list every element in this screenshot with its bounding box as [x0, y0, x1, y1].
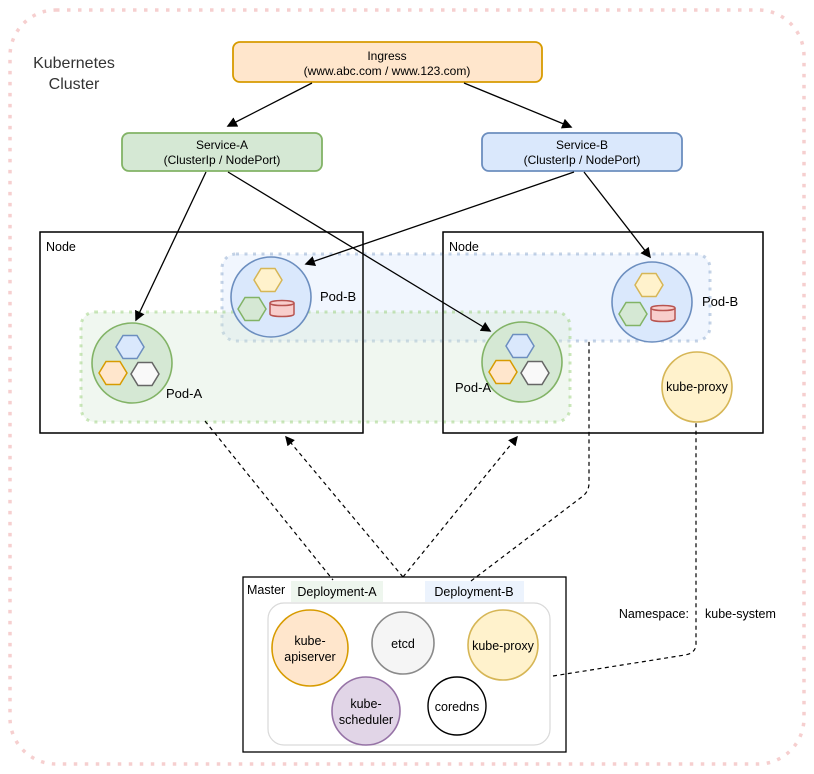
deployment-a-label: Deployment-A — [297, 585, 377, 599]
edges-dashed — [204, 341, 697, 677]
kube-apiserver-label-line1: kube- — [294, 634, 325, 648]
edge-master-to-node-right — [402, 435, 518, 578]
deployment-b-span — [220, 252, 712, 343]
ingress-box: Ingress (www.abc.com / www.123.com) — [232, 41, 543, 83]
kube-apiserver-label-line2: apiserver — [284, 650, 335, 664]
container-hex-orange-icon — [488, 359, 518, 385]
service-a-type: (ClusterIp / NodePort) — [164, 153, 281, 167]
deployment-a-tag — [291, 581, 383, 602]
service-a-name: Service-A — [196, 138, 248, 152]
cluster-boundary — [8, 8, 806, 766]
pod-b-right: Pod-B — [611, 261, 738, 343]
pod-a-right-label: Pod-A — [455, 380, 491, 395]
edge-master-to-kube-proxy — [552, 422, 697, 677]
cluster-title-line2: Cluster — [49, 76, 100, 93]
pod-a-left: Pod-A — [91, 322, 202, 404]
edge-service-b-to-pod-b-left — [304, 171, 575, 267]
container-hex-green-icon — [618, 301, 648, 327]
kube-scheduler-label-line2: scheduler — [339, 713, 393, 727]
container-hex-yellow-icon — [253, 267, 283, 293]
namespace-annotation: Namespace: kube-system — [619, 607, 776, 621]
edge-ingress-to-service-a — [226, 82, 313, 127]
kube-proxy-node: kube-proxy — [661, 351, 733, 423]
namespace-prefix: Namespace: — [619, 607, 689, 621]
master-box: Master Deployment-A Deployment-B kube- a… — [242, 576, 567, 753]
etcd-label: etcd — [391, 637, 415, 651]
container-hex-yellow-icon — [634, 272, 664, 298]
pod-b-left-label: Pod-B — [320, 289, 356, 304]
edges-solid — [135, 82, 651, 332]
edge-service-a-to-pod-a-left — [135, 171, 207, 322]
container-hex-blue-icon — [115, 334, 145, 360]
deployment-a-span — [79, 310, 572, 424]
coredns-label: coredns — [435, 700, 479, 714]
edge-service-b-to-pod-b-right — [583, 171, 651, 259]
ingress-name: Ingress — [367, 49, 406, 63]
node-right-border — [442, 231, 764, 434]
pod-a-right: Pod-A — [455, 321, 563, 403]
pod-b-right-label: Pod-B — [702, 294, 738, 309]
deployment-b-tag — [425, 581, 524, 602]
container-hex-green-icon — [237, 296, 267, 322]
container-hex-white-icon — [130, 361, 160, 387]
namespace-value: kube-system — [705, 607, 776, 621]
pod-b-left: Pod-B — [230, 256, 356, 338]
kube-proxy-master-label: kube-proxy — [472, 639, 535, 653]
kube-apiserver-circle: kube- apiserver — [271, 609, 349, 687]
kube-proxy-master-circle: kube-proxy — [467, 609, 539, 681]
cluster-title: Kubernetes Cluster — [33, 55, 115, 93]
master-label: Master — [247, 583, 285, 597]
database-cylinder-icon — [269, 299, 295, 318]
edge-deployment-a-span-to-label — [204, 420, 334, 581]
deployment-b-label: Deployment-B — [434, 585, 513, 599]
pod-a-left-label: Pod-A — [166, 386, 202, 401]
container-hex-orange-icon — [98, 360, 128, 386]
kube-scheduler-label-line1: kube- — [350, 697, 381, 711]
service-b-name: Service-B — [556, 138, 608, 152]
cluster-title-line1: Kubernetes — [33, 55, 115, 72]
kube-proxy-node-label: kube-proxy — [666, 380, 729, 394]
edge-master-to-node-left — [285, 435, 404, 578]
node-left-label: Node — [46, 240, 76, 254]
edge-ingress-to-service-b — [463, 82, 573, 129]
database-cylinder-icon — [650, 304, 676, 323]
etcd-circle: etcd — [371, 611, 435, 675]
edge-service-a-to-pod-a-right — [227, 171, 492, 332]
coredns-circle: coredns — [427, 676, 487, 736]
service-b-box: Service-B (ClusterIp / NodePort) — [481, 132, 683, 172]
container-hex-white-icon — [520, 360, 550, 386]
ingress-hosts: (www.abc.com / www.123.com) — [304, 64, 471, 78]
container-hex-blue-icon — [505, 333, 535, 359]
node-left-border — [39, 231, 364, 434]
service-a-box: Service-A (ClusterIp / NodePort) — [121, 132, 323, 172]
node-right-label: Node — [449, 240, 479, 254]
kube-scheduler-circle: kube- scheduler — [331, 676, 401, 746]
service-b-type: (ClusterIp / NodePort) — [524, 153, 641, 167]
